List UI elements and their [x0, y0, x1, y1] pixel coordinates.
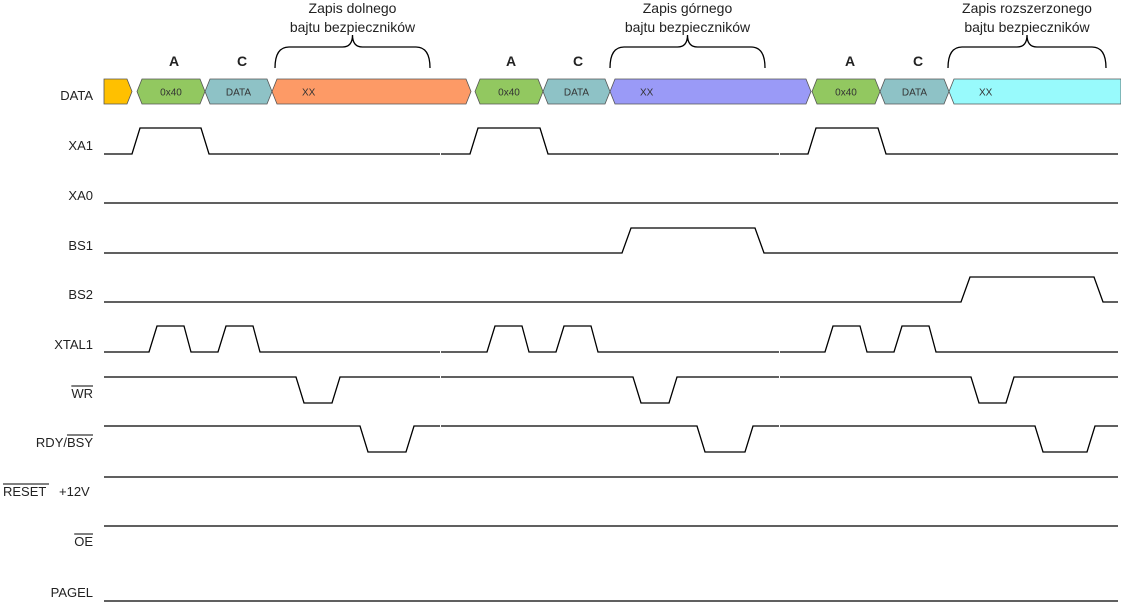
svg-text:BS2: BS2	[68, 287, 93, 302]
svg-text:XTAL1: XTAL1	[54, 337, 93, 352]
signal-waveforms	[104, 127, 1118, 602]
brace-label-line: bajtu bezpieczników	[290, 19, 416, 35]
waveform-rdybsy-part-2	[441, 425, 779, 453]
data-segment-data: DATA	[204, 78, 273, 105]
waveform-bs1	[104, 227, 1118, 254]
waveform-rdybsy-part-1	[104, 425, 440, 453]
brace-label-line: Zapis rozszerzonego	[962, 0, 1092, 16]
data-segment-text: DATA	[902, 88, 928, 99]
data-segment-xx: XX	[271, 78, 472, 105]
signal-label-bs2: BS2	[68, 287, 93, 302]
reset-label: RESET	[3, 484, 46, 499]
signal-label-data: DATA	[60, 88, 93, 103]
waveform-xtal1-part-2	[441, 325, 779, 353]
data-segment-shape	[948, 78, 1121, 105]
data-segment-xx: XX	[948, 78, 1121, 105]
data-segment-0x40: 0x40	[474, 78, 544, 105]
data-segment-text: 0x40	[498, 88, 520, 99]
svg-text:DATA: DATA	[60, 88, 93, 103]
curly-brace	[609, 34, 766, 69]
svg-text:PAGEL: PAGEL	[51, 585, 93, 600]
signal-label-rdy-bsy: RDY/BSY	[36, 434, 93, 450]
waveform-wr-part-1	[104, 376, 440, 404]
data-segment-text: 0x40	[835, 88, 857, 99]
signal-label-bs1: BS1	[68, 238, 93, 253]
plus12v-label: +12V	[59, 484, 90, 499]
data-initial-segment	[103, 78, 133, 105]
waveform-xa1-part-2	[441, 127, 779, 155]
data-segment-text: XX	[979, 88, 993, 99]
phase-letter-c: C	[913, 53, 923, 69]
svg-text:XA1: XA1	[68, 138, 93, 153]
phase-letter-a: A	[169, 53, 179, 69]
waveform-wr-part-2	[441, 376, 779, 404]
data-bus-row: 0x40 DATA XX 0x40 DATA XX 0x40 DATA XX	[103, 78, 1121, 105]
svg-text:OE: OE	[74, 534, 93, 549]
phase-letter-a: A	[845, 53, 855, 69]
waveform-xa1-part-3	[780, 127, 1118, 155]
waveform-wr-part-3	[780, 376, 1118, 404]
data-segment-shape	[609, 78, 812, 105]
svg-text:XA0: XA0	[68, 188, 93, 203]
waveform-xtal1-part-1	[104, 325, 440, 353]
data-segment-text: XX	[302, 88, 316, 99]
curly-brace	[947, 34, 1107, 69]
data-segment-text: 0x40	[160, 88, 182, 99]
svg-text:WR: WR	[71, 386, 93, 401]
brace-label-line: Zapis górnego	[643, 0, 733, 16]
waveform-bs2	[104, 276, 1118, 303]
waveform-xtal1-part-3	[780, 325, 1118, 353]
brace-label-line: bajtu bezpieczników	[625, 19, 751, 35]
data-segment-shape	[271, 78, 472, 105]
signal-label-xtal1: XTAL1	[54, 337, 93, 352]
data-segment-xx: XX	[609, 78, 812, 105]
svg-text:RDY/BSY: RDY/BSY	[36, 435, 93, 450]
signal-label-wr: WR	[71, 385, 93, 401]
data-segment-text: DATA	[226, 88, 252, 99]
signal-label-pagel: PAGEL	[51, 585, 93, 600]
curly-brace	[274, 34, 431, 69]
data-segment-text: XX	[640, 88, 654, 99]
svg-text:BS1: BS1	[68, 238, 93, 253]
phase-letter-c: C	[573, 53, 583, 69]
waveform-rdybsy-part-3	[780, 425, 1118, 453]
signal-label-xa0: XA0	[68, 188, 93, 203]
data-segment-data: DATA	[542, 78, 611, 105]
signal-label-reset-12v: RESET +12V	[3, 483, 90, 499]
data-segment-0x40: 0x40	[811, 78, 881, 105]
brace-label-line: Zapis dolnego	[309, 0, 397, 16]
signal-label-oe: OE	[74, 533, 93, 549]
data-segment-0x40: 0x40	[136, 78, 206, 105]
waveform-xa1-part-1	[104, 127, 440, 155]
signal-label-xa1: XA1	[68, 138, 93, 153]
data-segment-data: DATA	[879, 78, 950, 105]
data-segment-text: DATA	[564, 88, 590, 99]
phase-letter-c: C	[237, 53, 247, 69]
brace-label-line: bajtu bezpieczników	[964, 19, 1090, 35]
phase-letter-a: A	[506, 53, 516, 69]
